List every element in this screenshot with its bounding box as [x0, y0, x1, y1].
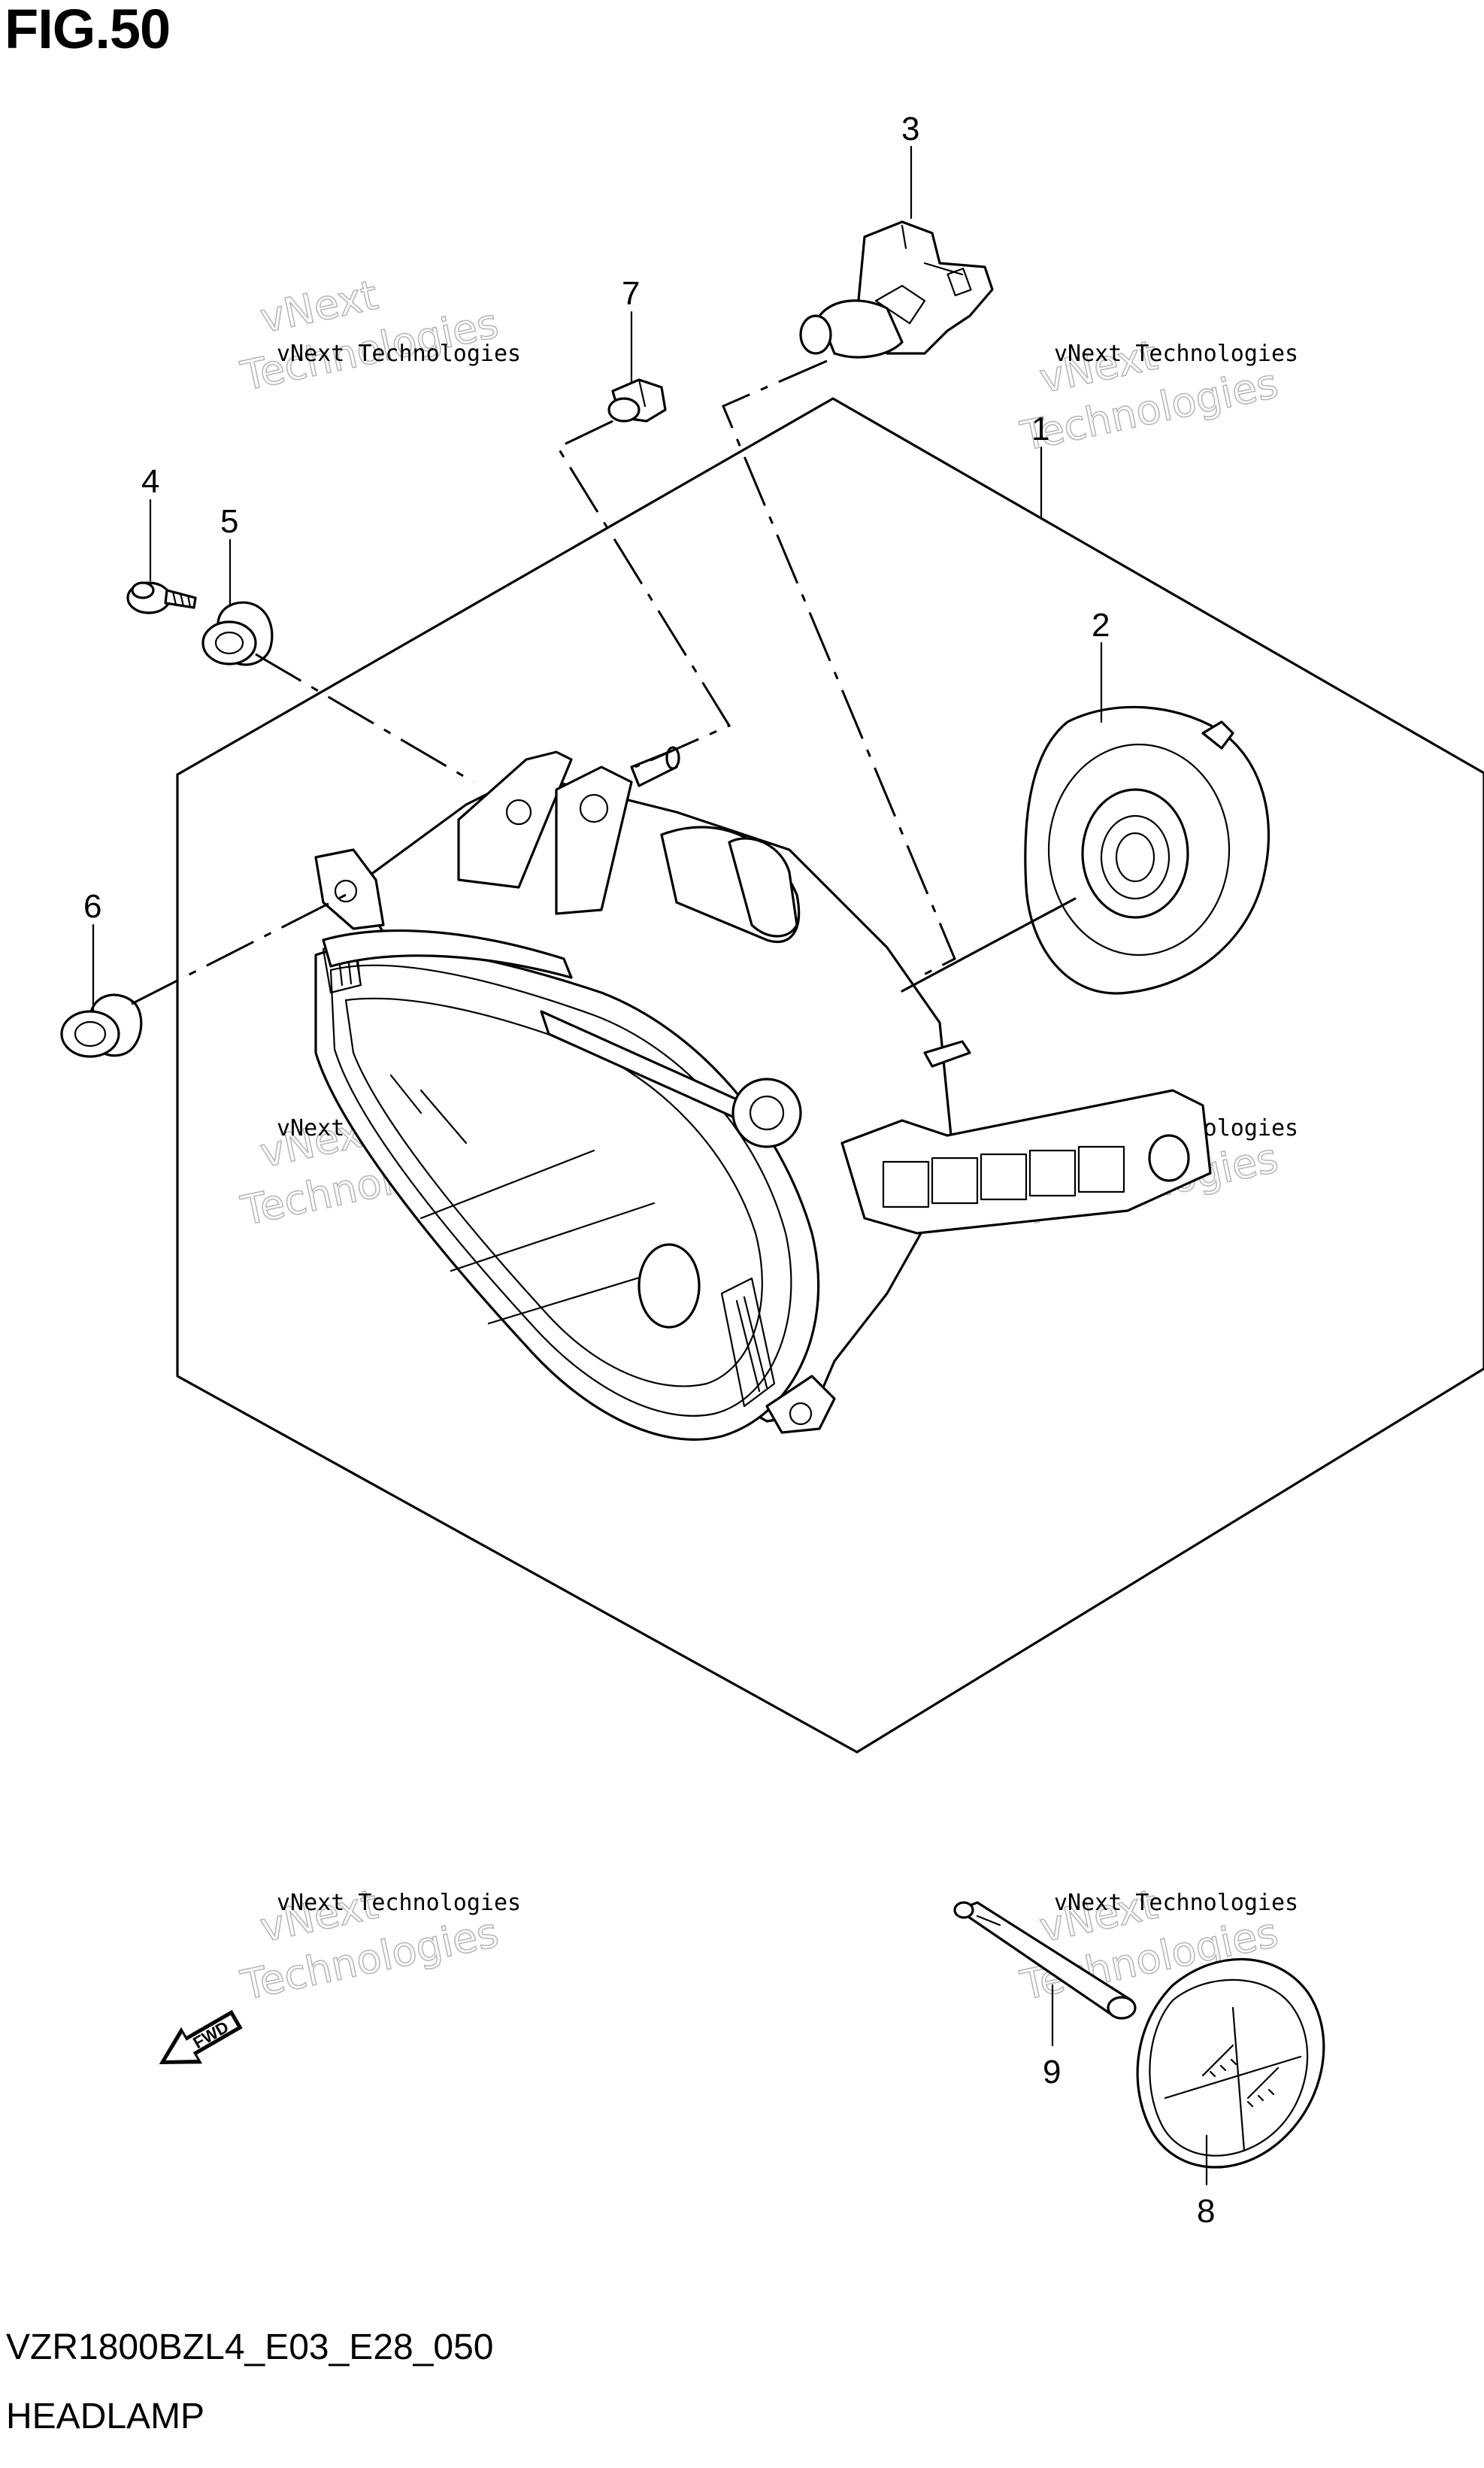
diagram-caption: HEADLAMP: [6, 2397, 205, 2436]
assembly-boundary: [176, 397, 1484, 1754]
part-4-screw: [126, 581, 197, 614]
callout-3: 3: [901, 111, 919, 147]
leader-lines: [92, 145, 1208, 2186]
callout-1: 1: [1031, 411, 1049, 447]
figure-title: FIG.50: [5, 0, 171, 60]
fwd-arrow-icon: FWD: [159, 2009, 243, 2064]
watermark-text: vNext Technologies: [277, 341, 521, 367]
watermark-text: vNext Technologies: [277, 1890, 521, 1916]
callout-labels: 1 2 3 4 5 6 7 8 9: [83, 111, 1215, 2230]
callout-5: 5: [220, 503, 238, 540]
callout-4: 4: [141, 463, 159, 500]
part-5-grommet: [201, 601, 274, 666]
callout-6: 6: [83, 888, 101, 925]
part-3-bulb: [799, 220, 994, 359]
part-2-rear-cover: [1024, 705, 1270, 995]
watermark-text: vNext Technologies: [1054, 341, 1298, 367]
part-7-clip-nut: [607, 378, 667, 423]
headlamp-housing: [314, 746, 971, 1441]
assembly-lines: [131, 359, 1077, 1005]
diagram-code: VZR1800BZL4_E03_E28_050: [6, 2327, 494, 2367]
part-9-pin: [953, 1901, 1137, 2020]
callout-7: 7: [622, 275, 640, 312]
watermark-text: vNext Technologies: [1054, 1890, 1298, 1916]
part-6-grommet: [60, 993, 143, 1058]
callout-2: 2: [1092, 607, 1110, 644]
callout-8: 8: [1197, 2193, 1215, 2230]
callout-9: 9: [1043, 2054, 1061, 2091]
part-8-emblem-cap: [1136, 1957, 1325, 2169]
headlamp-side-bracket: [840, 1089, 1212, 1235]
